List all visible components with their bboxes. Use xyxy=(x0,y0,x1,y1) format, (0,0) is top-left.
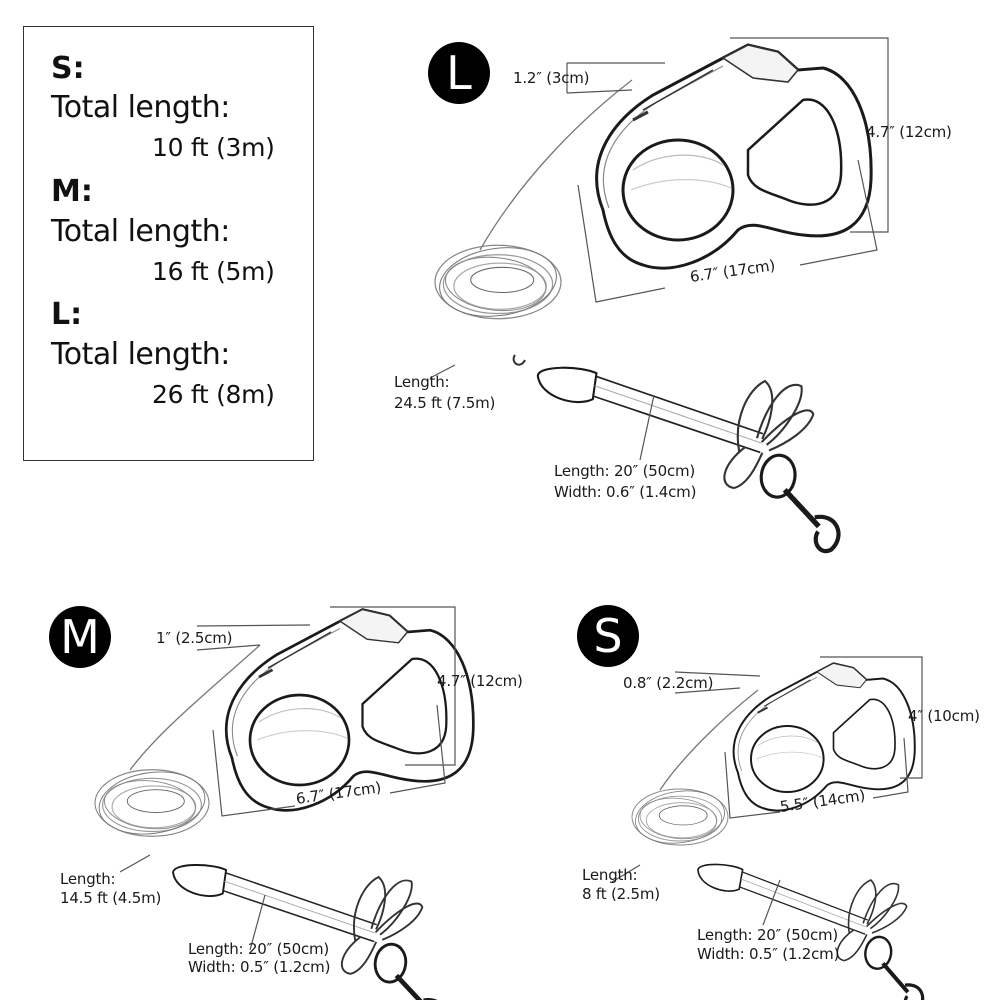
l-width-label: 6.7″ (17cm) xyxy=(688,256,777,286)
l-strap-width: Width: 0.6″ (1.4cm) xyxy=(554,483,697,501)
s-height-label: 4″ (10cm) xyxy=(908,707,980,725)
size-spec-box: S: Total length: 10 ft (3m) M: Total len… xyxy=(23,26,314,461)
m-tape-length-label: Length: xyxy=(60,870,116,888)
l-button-width-label: 1.2″ (3cm) xyxy=(513,69,590,87)
l-height-label: 4.7″ (12cm) xyxy=(866,123,952,141)
l-strap-length: Length: 20″ (50cm) xyxy=(554,462,696,480)
m-strap-length: Length: 20″ (50cm) xyxy=(188,940,330,958)
s-strap-width: Width: 0.5″ (1.2cm) xyxy=(697,945,840,963)
s-button-width-label: 0.8″ (2.2cm) xyxy=(623,674,714,692)
size-m-heading: M: xyxy=(51,174,93,209)
size-badge-l: L xyxy=(428,42,490,104)
size-badge-s: S xyxy=(577,605,639,667)
size-s-heading: S: xyxy=(51,51,85,86)
m-strap-width: Width: 0.5″ (1.2cm) xyxy=(188,958,331,976)
size-s-total-label: Total length: xyxy=(51,90,230,125)
size-l-total-value: 26 ft (8m) xyxy=(152,380,275,409)
size-s-total-value: 10 ft (3m) xyxy=(152,133,275,162)
s-width-label: 5.5″ (14cm) xyxy=(778,786,867,816)
size-l-total-label: Total length: xyxy=(51,337,230,372)
l-tape-length-label: Length: xyxy=(394,373,450,391)
s-strap-length: Length: 20″ (50cm) xyxy=(697,926,839,944)
size-m-total-value: 16 ft (5m) xyxy=(152,257,275,286)
m-tape-length-value: 14.5 ft (4.5m) xyxy=(60,889,162,907)
size-badge-m: M xyxy=(49,606,111,668)
s-tape-length-value: 8 ft (2.5m) xyxy=(582,885,660,903)
m-width-label: 6.7″ (17cm) xyxy=(294,778,383,808)
s-tape-length-label: Length: xyxy=(582,866,638,884)
size-m-total-label: Total length: xyxy=(51,214,230,249)
m-button-width-label: 1″ (2.5cm) xyxy=(156,629,233,647)
l-tape-length-value: 24.5 ft (7.5m) xyxy=(394,394,496,412)
size-l-heading: L: xyxy=(51,297,83,332)
m-height-label: 4.7″ (12cm) xyxy=(437,672,523,690)
